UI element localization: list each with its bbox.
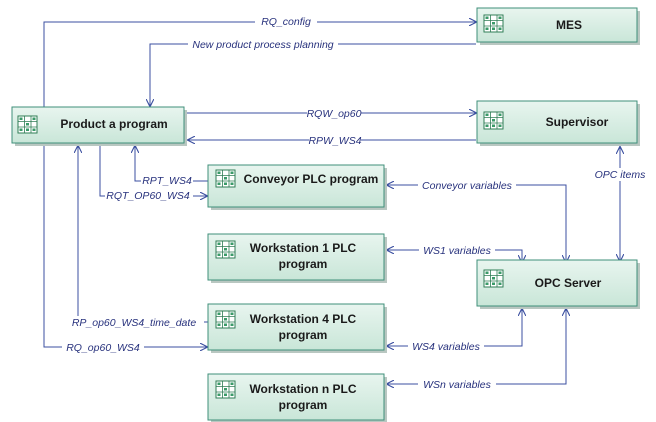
- label-ws1-variables: WS1 variables: [423, 245, 491, 257]
- edge-rpt-ws4: RPT_WS4: [135, 146, 209, 187]
- label-rqw-op60: RQW_op60: [307, 108, 362, 120]
- node-ws1-line2: program: [279, 257, 328, 271]
- node-workstation-4[interactable]: Workstation 4 PLC program: [207, 303, 387, 353]
- node-supervisor[interactable]: Supervisor: [476, 100, 640, 146]
- grid-document-icon: [17, 115, 38, 134]
- label-rqt-op60-ws4: RQT_OP60_WS4: [106, 190, 190, 202]
- edge-rq-op60-ws4: RQ_op60_WS4: [43, 146, 207, 354]
- edge-opc-items: OPC items: [593, 147, 647, 261]
- label-opc-items: OPC items: [595, 169, 647, 181]
- node-wsn-line2: program: [279, 398, 328, 412]
- label-wsn-variables: WSn variables: [423, 379, 491, 391]
- edge-new-product: New product process planning: [150, 38, 476, 106]
- edge-rq-config: RQ_config: [43, 15, 476, 110]
- node-workstation-1[interactable]: Workstation 1 PLC program: [207, 233, 387, 283]
- grid-document-icon: [483, 269, 504, 288]
- node-opc-server-title: OPC Server: [535, 276, 602, 290]
- edge-ws4-variables: WS4 variables: [387, 309, 522, 353]
- label-rp-time-date: RP_op60_WS4_time_date: [72, 317, 196, 329]
- edge-wsn-variables: WSn variables: [387, 309, 566, 391]
- label-rpw-ws4: RPW_WS4: [308, 135, 361, 147]
- label-rpt-ws4: RPT_WS4: [142, 175, 192, 187]
- label-ws4-variables: WS4 variables: [412, 341, 480, 353]
- grid-document-icon: [483, 14, 504, 33]
- edge-rqt-op60-ws4: RQT_OP60_WS4: [99, 146, 207, 202]
- label-conveyor-variables: Conveyor variables: [422, 180, 513, 192]
- node-conveyor-title: Conveyor PLC program: [244, 172, 379, 186]
- edge-ws1-variables: WS1 variables: [387, 244, 522, 262]
- grid-document-icon: [483, 111, 504, 130]
- label-new-product: New product process planning: [192, 39, 333, 51]
- grid-document-icon: [215, 169, 236, 188]
- node-mes-title: MES: [556, 18, 582, 32]
- node-mes[interactable]: MES: [476, 7, 640, 45]
- node-wsn-line1: Workstation n PLC: [249, 382, 356, 396]
- node-ws1-line1: Workstation 1 PLC: [250, 241, 357, 255]
- edge-rp-time-date: RP_op60_WS4_time_date: [64, 146, 209, 329]
- edge-conveyor-variables: Conveyor variables: [387, 179, 566, 262]
- label-rq-op60-ws4: RQ_op60_WS4: [66, 342, 140, 354]
- node-product-program[interactable]: Product a program: [11, 106, 187, 146]
- node-conveyor[interactable]: Conveyor PLC program: [207, 164, 387, 210]
- node-workstation-n[interactable]: Workstation n PLC program: [207, 373, 387, 422]
- node-supervisor-title: Supervisor: [546, 115, 609, 129]
- node-ws4-line1: Workstation 4 PLC: [250, 312, 357, 326]
- edge-rqw-op60: RQW_op60: [186, 106, 476, 120]
- node-product-program-title: Product a program: [60, 117, 167, 131]
- node-ws4-line2: program: [279, 328, 328, 342]
- grid-document-icon: [215, 380, 236, 399]
- label-rq-config: RQ_config: [261, 16, 311, 28]
- grid-document-icon: [215, 310, 236, 329]
- node-opc-server[interactable]: OPC Server: [476, 259, 640, 309]
- edge-rpw-ws4: RPW_WS4: [188, 134, 476, 147]
- grid-document-icon: [215, 240, 236, 259]
